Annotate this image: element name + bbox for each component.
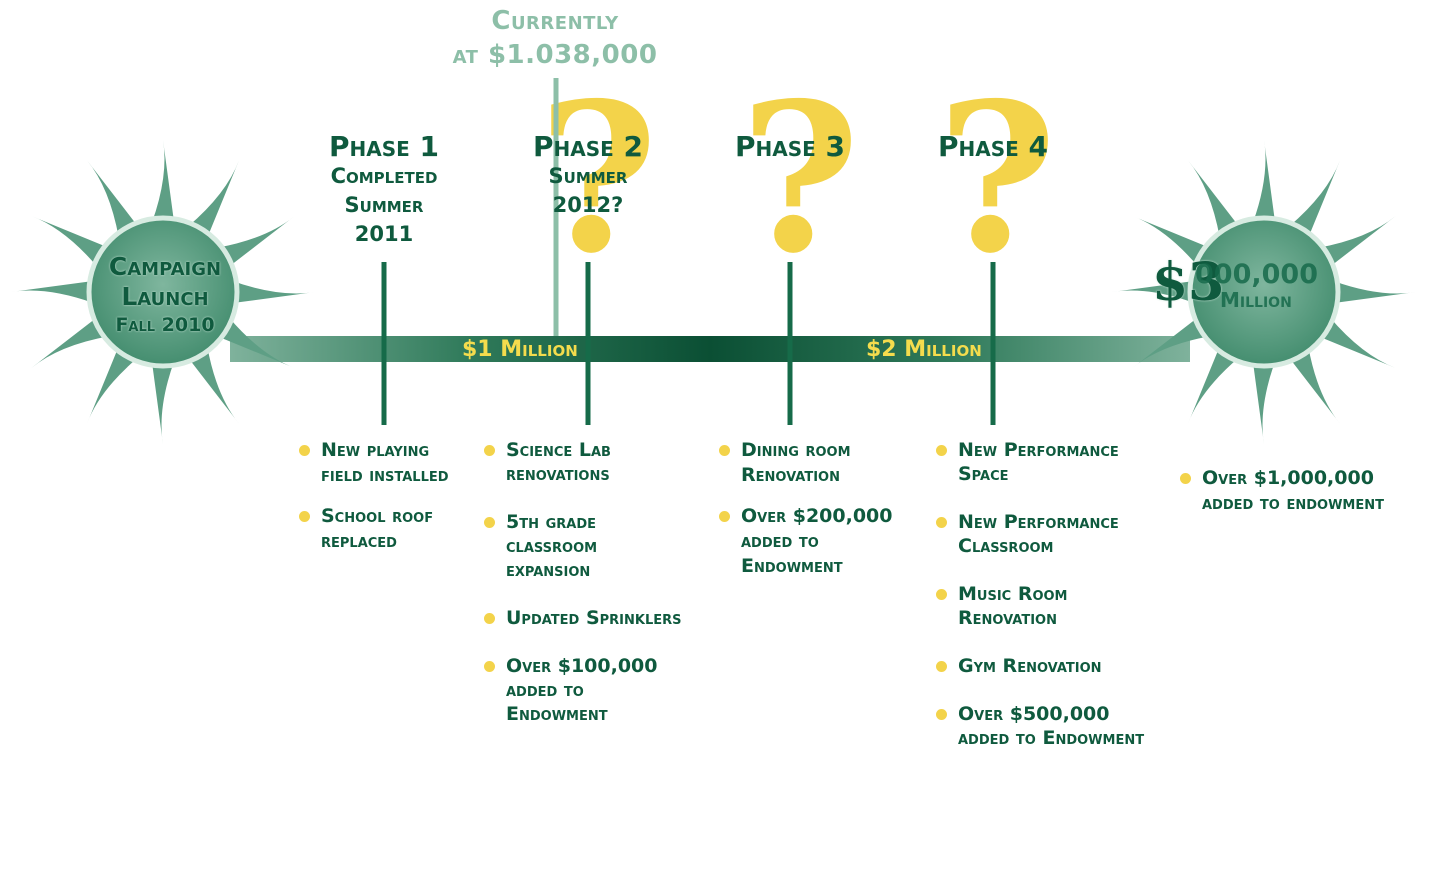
sun-ray xyxy=(187,160,239,238)
sun-ray xyxy=(1318,216,1396,268)
phase-4-title: Phase 4 xyxy=(937,130,1049,163)
list-item: School roof replaced xyxy=(299,504,469,554)
phase-2-sub-1: Summer xyxy=(548,164,628,188)
sun-ray xyxy=(1288,160,1340,238)
campaign-launch-sun-icon xyxy=(11,140,315,444)
sun-disc xyxy=(86,215,240,369)
sun-ray xyxy=(1132,316,1210,368)
list-item: 5th grade classroom expansion xyxy=(484,510,684,582)
phase-4-header: Phase 4 xyxy=(893,132,1093,162)
sun-ray xyxy=(1333,280,1416,304)
sun-ray xyxy=(187,346,239,424)
sun-ray xyxy=(1288,346,1340,424)
sun-ray xyxy=(1112,280,1195,304)
sun-ray xyxy=(31,316,109,368)
list-item: New Performance Space xyxy=(936,438,1146,486)
sun-ray xyxy=(1252,140,1276,223)
goal-amount-small: 000,000 xyxy=(1195,259,1318,290)
list-item: Over $100,000 added to Endowment xyxy=(484,654,684,726)
list-item: Gym Renovation xyxy=(936,654,1146,678)
list-item: Music Room Renovation xyxy=(936,582,1146,630)
phase-1-sub-1: Completed xyxy=(330,164,438,188)
phase-2-title: Phase 2 xyxy=(532,130,644,163)
phase-1-sub-3: 2011 xyxy=(354,222,414,246)
sun-ray xyxy=(1132,216,1210,268)
sun-ray xyxy=(31,216,109,268)
phase-1-title: Phase 1 xyxy=(328,130,440,163)
sun-ray xyxy=(1252,361,1276,444)
list-item: Dining room Renovation xyxy=(719,438,899,488)
list-item: New Performance Classroom xyxy=(936,510,1146,558)
sun-ray xyxy=(11,280,94,304)
question-mark-icon: ? xyxy=(740,59,860,299)
phase-3-title: Phase 3 xyxy=(734,130,846,163)
goal-amount-big: $3 xyxy=(1152,252,1225,313)
phase-3-items: Dining room Renovation Over $200,000 add… xyxy=(719,438,899,595)
list-item: Over $1,000,000 added to endowment xyxy=(1180,466,1410,516)
current-amount-label: Currently at $1.038,000 xyxy=(430,4,680,72)
sun-ray xyxy=(151,140,175,223)
sun-ray xyxy=(87,346,139,424)
question-mark-icon: ? xyxy=(937,59,1057,299)
current-line-2: at $1.038,000 xyxy=(452,40,658,70)
phase-1-items: New playing field installed School roof … xyxy=(299,438,469,570)
goal-items: Over $1,000,000 added to endowment xyxy=(1180,466,1410,532)
sun-disc xyxy=(1187,215,1341,369)
current-line-1: Currently xyxy=(491,6,619,36)
launch-line-3: Fall 2010 xyxy=(115,314,215,336)
launch-line-2: Launch xyxy=(121,282,209,311)
sun-ray xyxy=(217,216,295,268)
phase-1-header: Phase 1 Completed Summer 2011 xyxy=(284,132,484,249)
list-item: Over $500,000 added to Endowment xyxy=(936,702,1146,750)
sun-ray xyxy=(217,316,295,368)
sun-ray xyxy=(1188,160,1240,238)
goal-amount-unit: Million xyxy=(1220,288,1292,312)
sun-ray xyxy=(151,361,175,444)
list-item: Science Lab renovations xyxy=(484,438,684,486)
phase-2-items: Science Lab renovations 5th grade classr… xyxy=(484,438,684,750)
list-item: Over $200,000 added to Endowment xyxy=(719,504,899,579)
sun-ray xyxy=(232,280,315,304)
phase-1-sub-2: Summer xyxy=(344,193,424,217)
bar-label-1-million: $1 Million xyxy=(462,337,578,362)
phase-2-sub-2: 2012? xyxy=(552,193,624,217)
launch-line-1: Campaign xyxy=(108,252,222,281)
sun-ray xyxy=(1318,316,1396,368)
phase-3-header: Phase 3 xyxy=(690,132,890,162)
list-item: New playing field installed xyxy=(299,438,469,488)
goal-sun-icon xyxy=(1112,140,1416,444)
bar-label-2-million: $2 Million xyxy=(866,337,982,362)
phase-4-items: New Performance Space New Performance Cl… xyxy=(936,438,1146,774)
list-item: Updated Sprinklers xyxy=(484,606,684,630)
phase-2-header: Phase 2 Summer 2012? xyxy=(488,132,688,220)
sun-ray xyxy=(1188,346,1240,424)
sun-ray xyxy=(87,160,139,238)
timeline-bar xyxy=(230,336,1190,362)
